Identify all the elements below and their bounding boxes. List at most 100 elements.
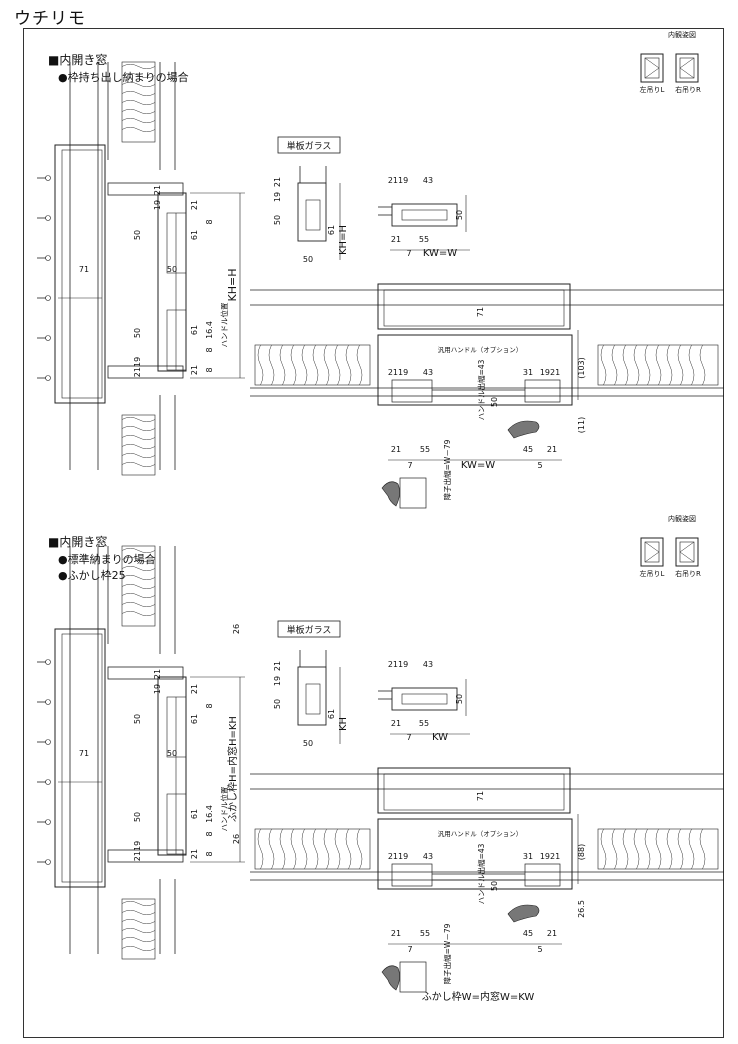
dim-label: 50 <box>167 265 177 274</box>
fastener-icon <box>45 255 51 261</box>
dim-label: 2119 <box>388 176 408 185</box>
plan-outer-sash <box>383 773 565 811</box>
small-vert-frame <box>297 182 327 242</box>
fastener-icon <box>45 335 51 341</box>
dim-label: 7 <box>407 945 412 954</box>
dim-label: 21 <box>391 719 401 728</box>
dim-label: 1921 <box>540 852 560 861</box>
dim-label: 7 <box>406 249 411 258</box>
insulation-wave <box>600 828 706 870</box>
plan-insulation-left <box>254 344 371 386</box>
line <box>679 551 695 563</box>
handle-detail-icon <box>381 965 400 991</box>
outer-window-inner <box>61 149 103 399</box>
dim-label: 2119 <box>388 368 408 377</box>
dim-label: 21 <box>547 445 557 454</box>
dim-label: 26.5 <box>577 900 586 918</box>
handle-position-label: ハンドル位置 <box>219 786 229 831</box>
dim-label: 8 <box>205 347 214 352</box>
kh-dimension-label: ふかし枠H=内窓H=KH <box>226 716 239 822</box>
dim-label: 50 <box>455 694 464 704</box>
plan-kw-label: ふかし枠W=内窓W=KW <box>422 990 535 1003</box>
insulation-wave <box>121 64 156 132</box>
outer-window-inner <box>61 633 103 883</box>
plan-sash-left <box>391 379 433 403</box>
interior-view-right-label: 右吊りR <box>675 85 701 94</box>
small-vert-frame <box>297 666 327 726</box>
dim-label: 50 <box>455 210 464 220</box>
dim-label: 50 <box>133 812 142 822</box>
small-vert-sash <box>305 199 321 231</box>
dim-label: 55 <box>419 719 429 728</box>
dim-label: 55 <box>419 235 429 244</box>
plan-sash-right <box>524 863 561 887</box>
interior-view-title: 内観姿図 <box>668 514 696 523</box>
dim-label: (88) <box>577 844 586 860</box>
wall-insulation-top <box>121 545 156 627</box>
dim-label: 21 <box>153 185 162 195</box>
plan-sash-left <box>391 863 433 887</box>
handle-detail-bracket <box>399 477 427 509</box>
section-1-heading: ■内開き窓 <box>48 53 108 67</box>
small-vert-sash <box>305 683 321 715</box>
line <box>644 551 660 563</box>
head-frame <box>107 182 184 196</box>
section-1-bullet: ●枠持ち出し納まりの場合 <box>58 71 189 84</box>
window-icon-left <box>640 53 664 83</box>
plan-insulation-right <box>597 344 719 386</box>
handle-icon <box>507 420 540 439</box>
window-icon-right <box>675 537 699 567</box>
fastener-icon <box>45 659 51 665</box>
dim-label: 50 <box>133 230 142 240</box>
fastener-icon <box>45 295 51 301</box>
dim-label: 50 <box>303 739 313 748</box>
dim-label: 21 <box>273 177 282 187</box>
dim-label: 55 <box>420 445 430 454</box>
lower-sash-profile <box>166 793 187 855</box>
glass-label: 単板ガラス <box>287 140 332 152</box>
outer-window-frame <box>54 144 106 404</box>
fastener-icon <box>45 739 51 745</box>
dim-label: 50 <box>490 881 499 891</box>
fastener-icon <box>45 779 51 785</box>
line <box>679 541 695 553</box>
small-horiz-sash <box>401 693 448 705</box>
handle-position-label: ハンドル位置 <box>219 302 229 347</box>
fastener-icon <box>45 375 51 381</box>
upper-sash-profile <box>166 212 187 274</box>
inner-window-frame <box>157 676 187 856</box>
dim-label: 26 <box>232 834 241 844</box>
handle-icon <box>507 904 540 923</box>
fastener-icon <box>45 699 51 705</box>
kh-dimension-label: KH=H <box>226 269 239 302</box>
plan-outer-frame <box>377 767 571 814</box>
dim-label: 8 <box>205 851 214 856</box>
drawing-frame <box>23 28 724 1038</box>
plan-outer-sash <box>383 289 565 327</box>
line <box>644 67 660 79</box>
handle-option-label: 汎用ハンドル（オプション） <box>438 829 523 838</box>
dim-label: 19 <box>153 200 162 210</box>
head-frame <box>107 666 184 680</box>
plan-kw-label: KW=W <box>461 460 495 471</box>
small-vert-kh: KH=H <box>338 225 349 255</box>
insulation-wave <box>121 901 156 951</box>
lower-sash-profile <box>166 309 187 371</box>
dim-label: 21 <box>391 235 401 244</box>
small-horiz-kw: KW <box>432 732 448 743</box>
upper-sash-profile <box>166 696 187 758</box>
dim-label: 50 <box>167 749 177 758</box>
insulation-wave <box>257 828 363 870</box>
plan-outer-frame <box>377 283 571 330</box>
dim-label: 50 <box>273 699 282 709</box>
small-horiz-sash <box>401 209 448 221</box>
section-2-bullet-2: ●ふかし枠25 <box>58 569 126 582</box>
line <box>679 57 695 69</box>
dim-label: 43 <box>423 852 433 861</box>
fastener-icon <box>45 819 51 825</box>
glass-label: 単板ガラス <box>287 624 332 636</box>
dim-label: 71 <box>476 307 485 317</box>
dim-label: 21 <box>190 684 199 694</box>
